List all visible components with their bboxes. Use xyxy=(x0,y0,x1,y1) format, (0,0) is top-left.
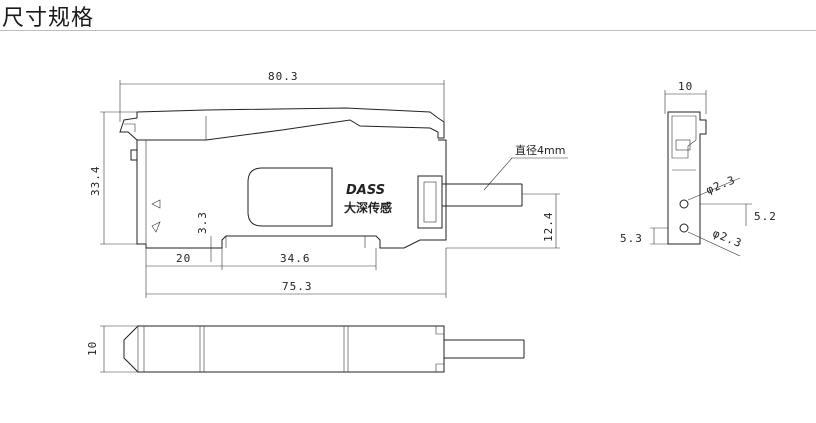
logo-cn: 大深传感 xyxy=(344,200,392,215)
title-divider xyxy=(0,30,816,31)
dim-hole-upper: 5.2 xyxy=(754,210,777,223)
dim-foot-offset: 20 xyxy=(176,252,191,265)
arrow-down-icon xyxy=(151,221,161,233)
front-lid xyxy=(119,107,445,141)
side-body xyxy=(667,111,707,245)
cable-diameter-label: 直径4mm xyxy=(515,143,565,157)
mounting-hole-upper xyxy=(679,199,689,209)
front-view: DASS 大深传感 80.3 33.4 3.3 20 34.6 xyxy=(89,70,568,298)
front-body xyxy=(130,139,447,249)
arrow-up-icon xyxy=(151,199,161,209)
side-view: 10 φ2.3 φ2.3 5.2 5.3 xyxy=(620,80,777,257)
dim-hole-lower: 5.3 xyxy=(620,232,643,245)
dim-foot-height: 3.3 xyxy=(196,211,209,234)
dim-foot-span: 34.6 xyxy=(280,252,311,265)
dim-hole-dia-top: φ2.3 xyxy=(704,173,737,196)
mounting-hole-lower xyxy=(679,223,689,233)
page-title: 尺寸规格 xyxy=(2,6,95,31)
display-window xyxy=(247,167,333,227)
dim-cable-height: 12.4 xyxy=(542,212,555,243)
dim-hole-dia-bottom: φ2.3 xyxy=(711,227,744,250)
cable-connector xyxy=(417,175,443,229)
dim-overall-length: 80.3 xyxy=(268,70,299,83)
dim-bottom-width: 10 xyxy=(86,341,99,356)
dim-base-length: 75.3 xyxy=(282,280,313,293)
dim-height: 33.4 xyxy=(89,166,102,197)
dim-side-width: 10 xyxy=(678,80,693,93)
bottom-view: 10 xyxy=(86,325,525,373)
logo-text: DASS xyxy=(346,183,385,198)
bottom-body xyxy=(123,325,445,373)
